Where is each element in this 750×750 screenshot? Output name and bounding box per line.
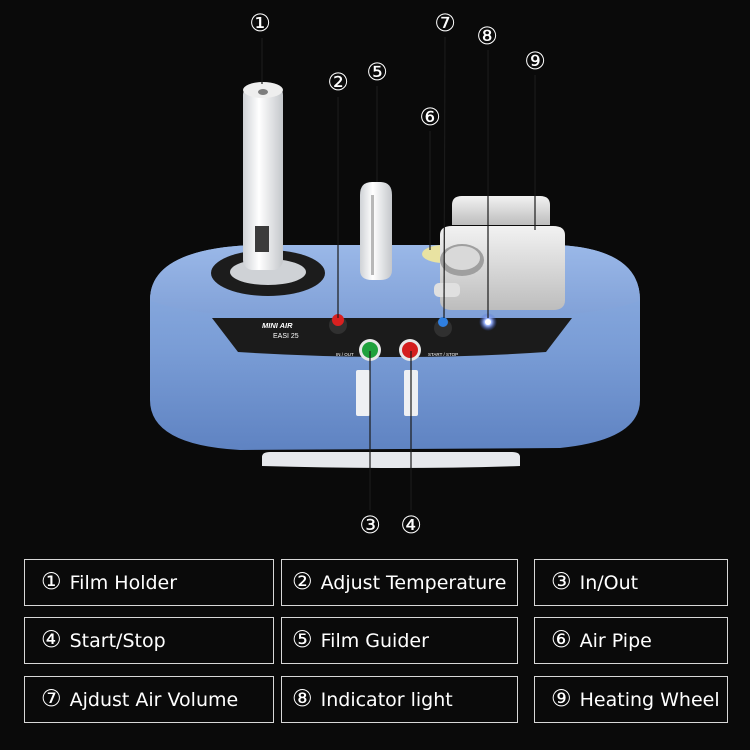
legend-number: ⑨ — [551, 686, 572, 712]
callout-6: ⑥ — [419, 103, 441, 131]
legend-label: Start/Stop — [69, 629, 166, 652]
legend-item-adjust-temperature: ② Adjust Temperature — [281, 559, 518, 606]
callout-2: ② — [327, 68, 349, 96]
legend-label: Film Guider — [320, 629, 429, 652]
control-panel: MINI AIR EASI 25 IN / OUT START / STOP — [212, 313, 572, 361]
film-holder — [211, 82, 325, 296]
callout-3: ③ — [359, 511, 381, 539]
legend-label: Ajdust Air Volume — [69, 688, 239, 711]
callout-7: ⑦ — [434, 9, 456, 37]
panel-brand: MINI AIR — [262, 321, 293, 330]
callout-4: ④ — [400, 511, 422, 539]
legend-number: ⑧ — [292, 686, 313, 712]
legend-number: ⑥ — [551, 627, 572, 653]
panel-model: EASI 25 — [273, 333, 299, 340]
in-out-label: IN / OUT — [336, 352, 354, 357]
legend-label: Heating Wheel — [579, 688, 720, 711]
legend-item-film-holder: ① Film Holder — [24, 559, 274, 606]
leader-lines — [261, 36, 536, 510]
temperature-knob[interactable] — [332, 314, 344, 326]
legend-number: ② — [292, 569, 313, 595]
legend-label: Air Pipe — [579, 629, 652, 652]
air-volume-knob[interactable] — [438, 317, 448, 327]
legend-item-air-pipe: ⑥ Air Pipe — [534, 617, 728, 664]
legend-number: ⑤ — [292, 627, 313, 653]
legend-label: In/Out — [579, 571, 639, 594]
legend-number: ⑦ — [41, 686, 62, 712]
legend-label: Indicator light — [320, 688, 453, 711]
legend-number: ① — [41, 569, 62, 595]
callout-8: ⑧ — [476, 22, 498, 50]
callout-1: ① — [249, 9, 271, 37]
start-stop-label: START / STOP — [428, 352, 458, 357]
indicator-light — [485, 319, 491, 325]
legend-label: Film Holder — [69, 571, 178, 594]
legend-item-film-guider: ⑤ Film Guider — [281, 617, 518, 664]
legend-label: Adjust Temperature — [320, 571, 507, 594]
legend-item-start-stop: ④ Start/Stop — [24, 617, 274, 664]
legend-item-indicator-light: ⑧ Indicator light — [281, 676, 518, 723]
in-out-button[interactable] — [362, 342, 378, 358]
callout-9: ⑨ — [524, 47, 546, 75]
heating-wheel — [434, 196, 565, 310]
start-stop-button[interactable] — [402, 342, 418, 358]
legend-number: ③ — [551, 569, 572, 595]
legend-item-heating-wheel: ⑨ Heating Wheel — [534, 676, 728, 723]
legend-number: ④ — [41, 627, 62, 653]
film-guider — [360, 182, 392, 280]
legend-item-adjust-air-volume: ⑦ Ajdust Air Volume — [24, 676, 274, 723]
legend-item-in-out: ③ In/Out — [534, 559, 728, 606]
product-photo: MINI AIR EASI 25 IN / OUT START / STOP — [150, 36, 640, 510]
callout-5: ⑤ — [366, 58, 388, 86]
